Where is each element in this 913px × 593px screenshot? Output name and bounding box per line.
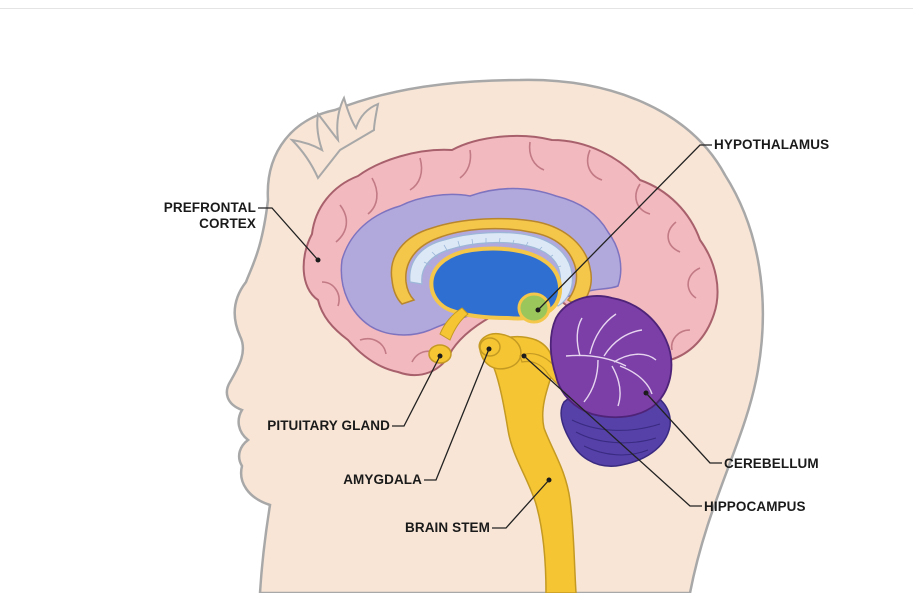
leader-hypothalamus	[537, 144, 712, 311]
cerebellum-base-folds	[571, 419, 661, 456]
leader-amygdala	[424, 348, 490, 481]
leader-lines	[258, 144, 722, 529]
label-brain-stem: BRAIN STEM	[405, 520, 490, 535]
pituitary-stalk	[439, 307, 469, 341]
leader-prefrontal	[258, 207, 319, 261]
label-hypothalamus: HYPOTHALAMUS	[714, 137, 830, 152]
arbor-vitae	[565, 313, 657, 407]
corpus-callosum	[390, 217, 592, 307]
label-hippocampus: HIPPOCAMPUS	[704, 499, 806, 514]
cortex-folds	[321, 141, 701, 363]
top-divider	[0, 8, 913, 9]
hypothalamus-region	[517, 292, 551, 324]
leader-cerebellum	[645, 392, 722, 464]
label-cerebellum: CEREBELLUM	[724, 456, 819, 471]
label-amygdala: AMYGDALA	[343, 472, 422, 487]
leader-pituitary	[392, 355, 441, 427]
hair-tuft	[289, 95, 380, 180]
label-prefrontal-cortex: PREFRONTAL CORTEX	[150, 200, 256, 232]
label-pituitary-gland: PITUITARY GLAND	[267, 418, 390, 433]
label-prefrontal-line1: PREFRONTAL	[163, 200, 256, 215]
leader-hippocampus	[523, 355, 702, 507]
fornix-stripes	[423, 237, 562, 269]
label-prefrontal-line2: CORTEX	[199, 216, 256, 231]
leader-brain-stem	[492, 479, 550, 529]
